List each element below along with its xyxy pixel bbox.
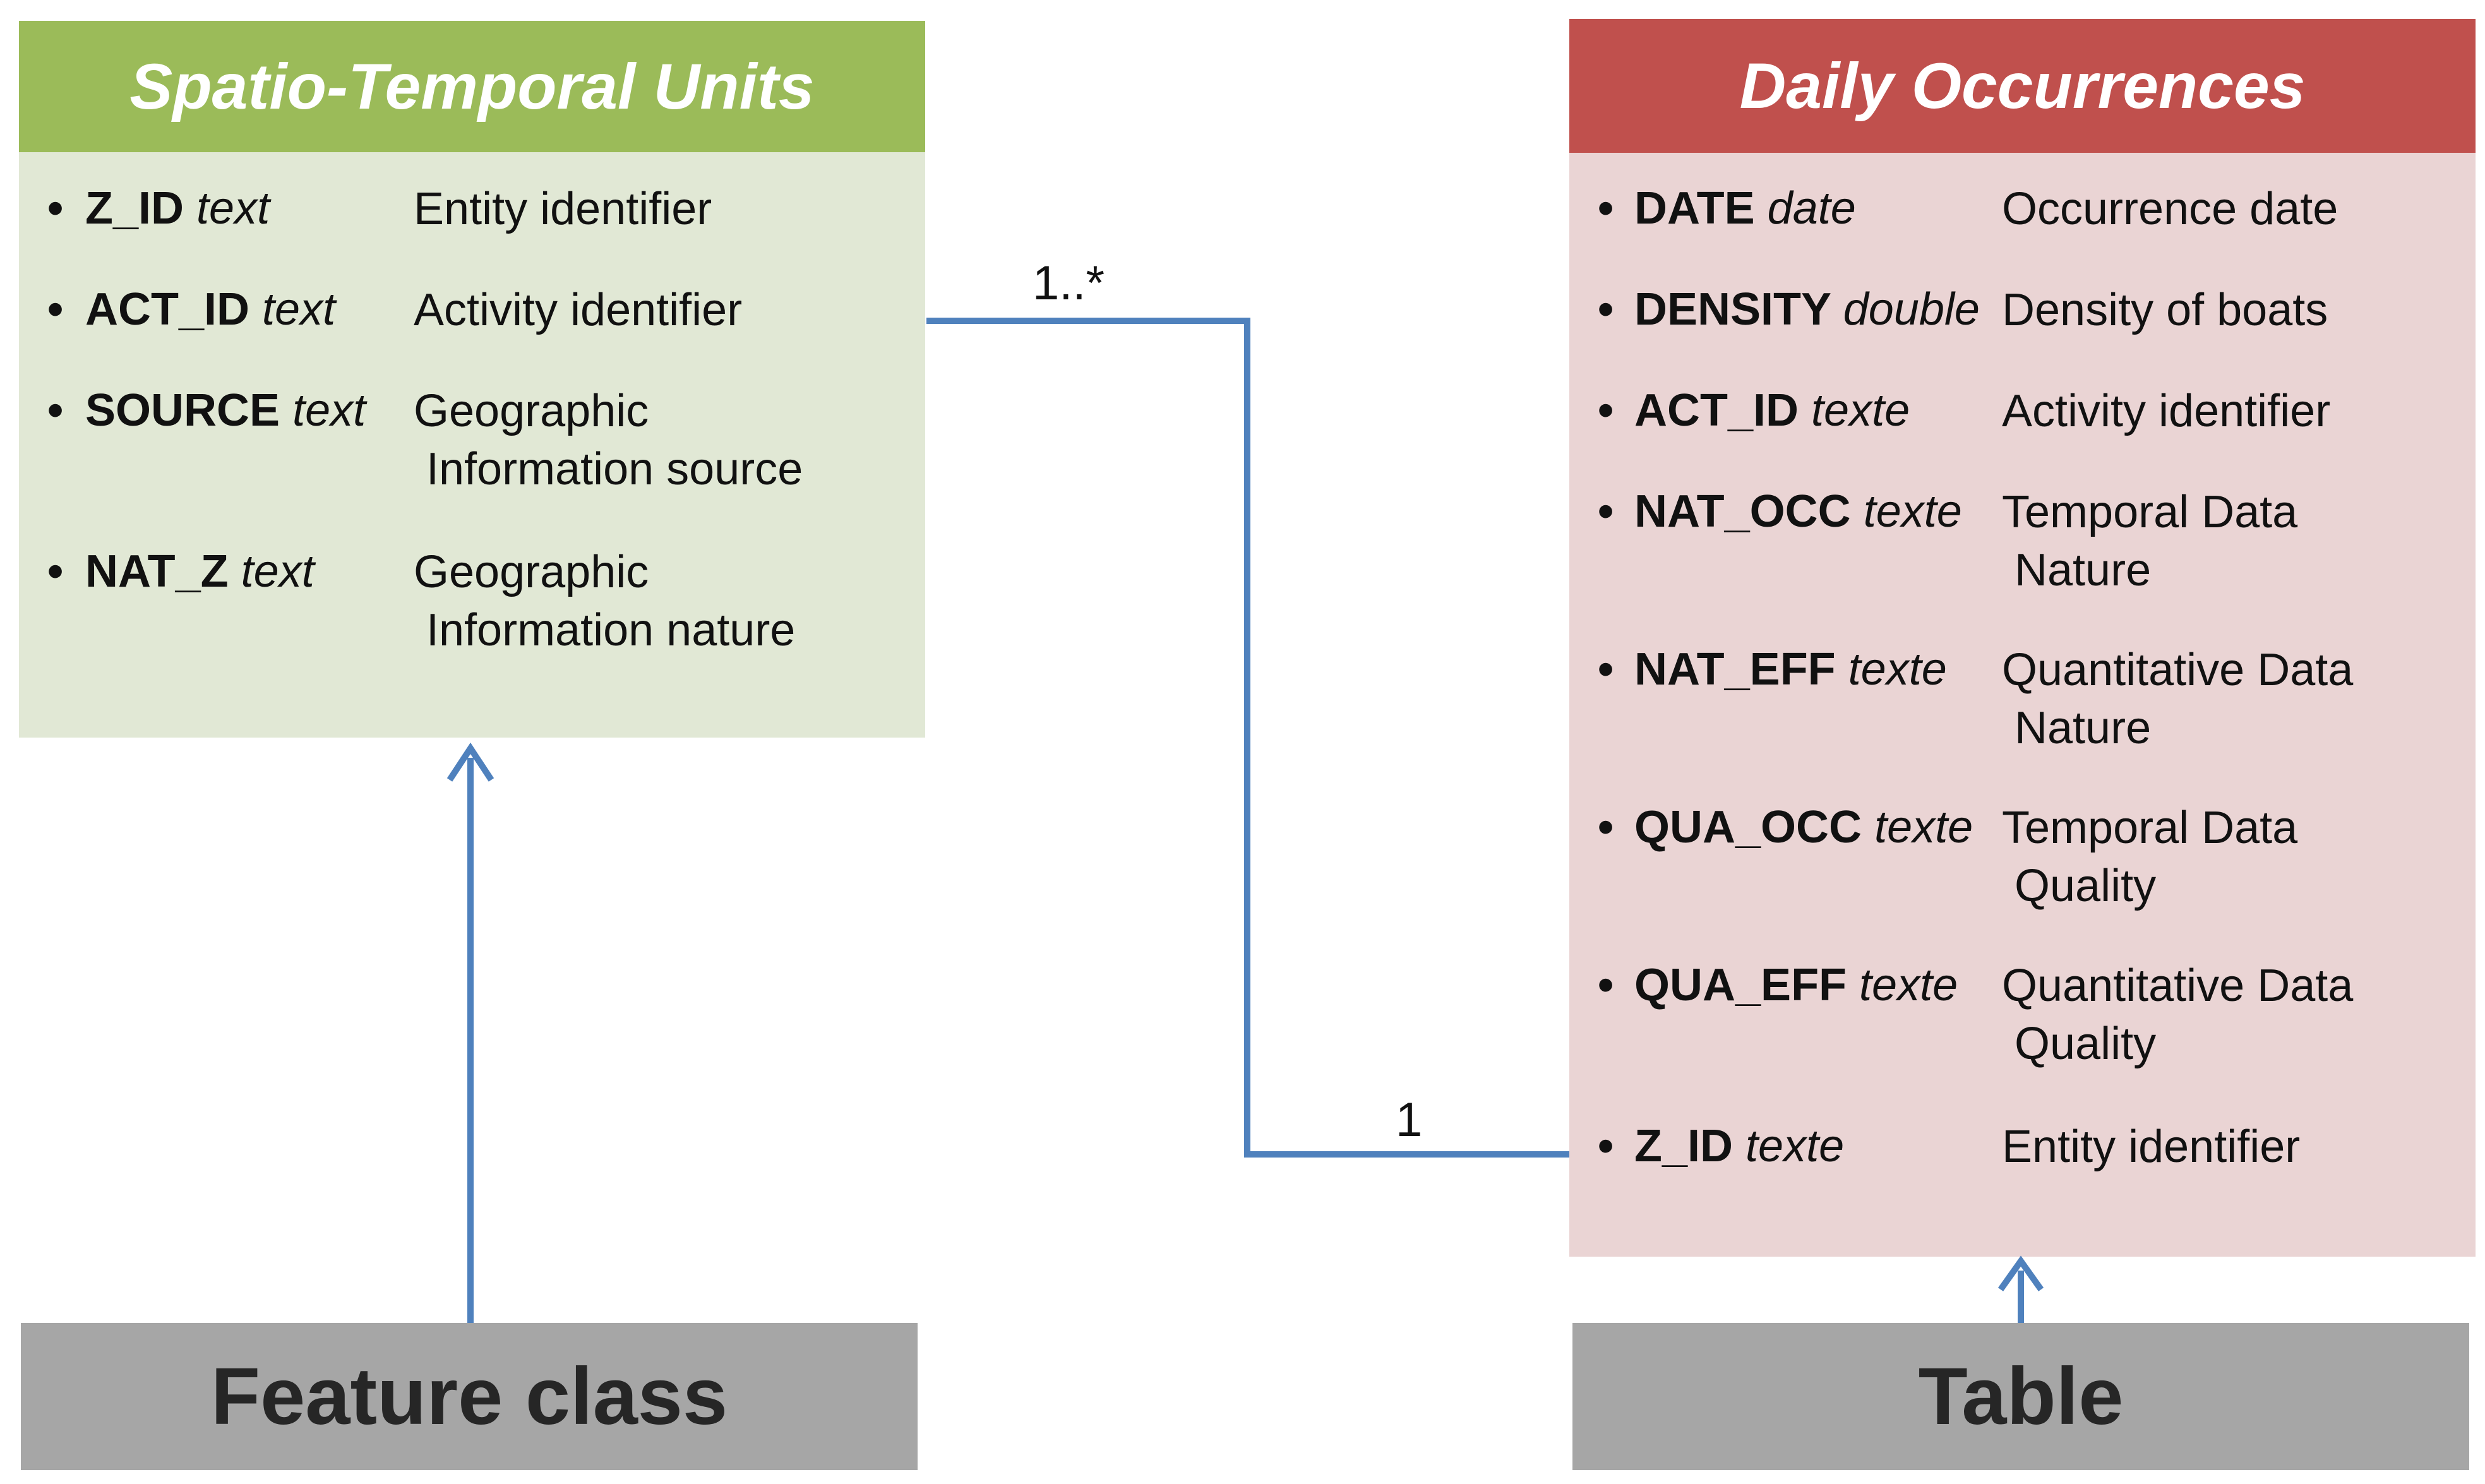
field-description: Geographic Information nature (414, 547, 796, 655)
field-type: texte (1859, 960, 1958, 1010)
field-name: QUA_EFF texte (1634, 957, 1958, 1014)
field-name: Z_ID texte (1634, 1118, 1844, 1175)
field-type: text (196, 183, 270, 234)
field-description: Entity identifier (414, 184, 712, 234)
right-multiplicity: 1 (1396, 1093, 1423, 1147)
field-name-text: Z_ID (1634, 1121, 1734, 1171)
field-name-text: NAT_OCC (1634, 486, 1851, 537)
field-description: Activity identifier (2002, 386, 2331, 436)
bullet: • (47, 385, 64, 436)
field-description: Quantitative Data Quality (2002, 960, 2354, 1069)
daily-occurrences-box: Daily Occurrences (1569, 19, 2476, 1257)
field-name: QUA_OCC texte (1634, 799, 1973, 856)
field-description: Occurrence date (2002, 184, 2338, 234)
field-name-text: NAT_EFF (1634, 644, 1836, 695)
bullet: • (47, 546, 64, 597)
field-type: texte (1811, 385, 1910, 436)
bullet: • (1598, 960, 1614, 1010)
feature-class-label: Feature class (21, 1323, 918, 1470)
field-name-text: Z_ID (85, 183, 184, 234)
field-name: NAT_EFF texte (1634, 641, 1947, 698)
field-name: DATE date (1634, 180, 1856, 237)
field-name-text: DATE (1634, 183, 1755, 234)
field-name: NAT_OCC texte (1634, 483, 1962, 540)
field-description: Temporal Data Nature (2002, 487, 2298, 595)
bullet: • (1598, 385, 1614, 436)
field-description: Quantitative Data Nature (2002, 645, 2354, 753)
bullet: • (47, 284, 64, 335)
association-line (926, 318, 1569, 1158)
field-name-text: QUA_EFF (1634, 960, 1847, 1010)
bullet: • (1598, 644, 1614, 695)
field-description: Entity identifier (2002, 1122, 2301, 1172)
left-entity-title: Spatio-Temporal Units (19, 21, 925, 152)
bullet: • (1598, 284, 1614, 335)
field-type: texte (1745, 1121, 1845, 1171)
field-description: Temporal Data Quality (2002, 803, 2298, 911)
field-name: DENSITY double (1634, 281, 1980, 338)
bullet: • (1598, 802, 1614, 853)
field-type: text (292, 385, 366, 436)
left-multiplicity: 1..* (1033, 256, 1105, 310)
bullet: • (1598, 1121, 1614, 1171)
left-inheritance-arrowhead-icon (446, 742, 494, 782)
table-label: Table (1572, 1323, 2469, 1470)
field-name: ACT_ID text (85, 281, 335, 338)
field-name-text: ACT_ID (1634, 385, 1799, 436)
field-type: texte (1848, 644, 1947, 695)
field-name-text: ACT_ID (85, 284, 250, 335)
field-name-text: QUA_OCC (1634, 802, 1862, 853)
field-name-text: SOURCE (85, 385, 280, 436)
field-type: texte (1874, 802, 1973, 853)
field-description: Activity identifier (414, 285, 743, 335)
bullet: • (47, 183, 64, 234)
field-name: NAT_Z text (85, 543, 314, 600)
field-name: SOURCE text (85, 382, 366, 439)
bullet: • (1598, 183, 1614, 234)
field-type: text (262, 284, 336, 335)
right-inheritance-arrowhead-icon (1997, 1255, 2044, 1291)
field-type: texte (1863, 486, 1962, 537)
field-type: double (1843, 284, 1980, 335)
field-type: text (241, 546, 314, 597)
field-type: date (1767, 183, 1856, 234)
field-name-text: DENSITY (1634, 284, 1831, 335)
field-name: ACT_ID texte (1634, 382, 1910, 439)
field-name: Z_ID text (85, 180, 270, 237)
field-name-text: NAT_Z (85, 546, 229, 597)
field-description: Geographic Information source (414, 386, 803, 494)
right-entity-title: Daily Occurrences (1569, 19, 2476, 153)
field-description: Density of boats (2002, 285, 2328, 335)
bullet: • (1598, 486, 1614, 537)
spatio-temporal-units-box: Spatio-Temporal Units (19, 21, 925, 738)
